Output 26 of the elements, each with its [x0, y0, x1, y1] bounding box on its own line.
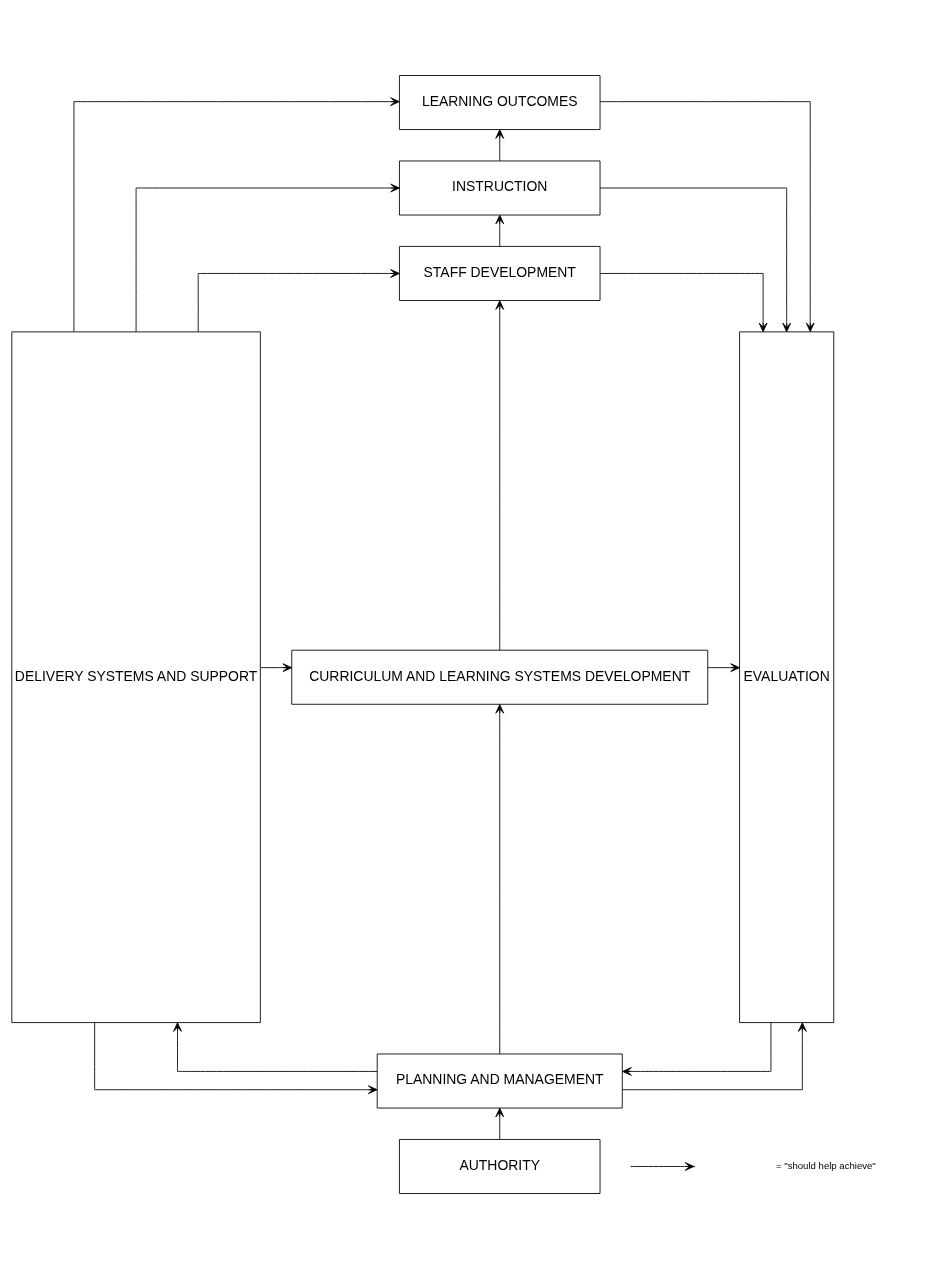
node-box: INSTRUCTION	[399, 160, 601, 216]
arrow	[599, 273, 768, 333]
arrow	[495, 129, 505, 162]
arrow	[173, 1022, 378, 1072]
node-box: EVALUATION	[739, 331, 835, 1023]
node-box: PLANNING AND MANAGEMENT	[376, 1053, 623, 1109]
arrow	[94, 1022, 378, 1095]
arrow	[495, 214, 505, 247]
node-box: LEARNING OUTCOMES	[399, 75, 601, 130]
arrow	[135, 183, 400, 333]
arrow	[260, 663, 293, 672]
arrow	[707, 663, 740, 672]
node-box: AUTHORITY	[399, 1139, 601, 1194]
arrow	[622, 1022, 772, 1076]
node-box: CURRICULUM AND LEARNING SYSTEMS DEVELOPMENT	[291, 649, 709, 705]
arrow	[73, 97, 400, 333]
legend-label: = "should help achieve"	[776, 1159, 876, 1171]
arrow	[495, 300, 505, 651]
arrow	[599, 187, 791, 333]
arrow	[495, 704, 505, 1055]
arrow	[621, 1022, 807, 1091]
arrow	[197, 269, 400, 333]
node-box: DELIVERY SYSTEMS AND SUPPORT	[11, 331, 261, 1023]
node-box: STAFF DEVELOPMENT	[399, 246, 601, 301]
arrow	[599, 101, 815, 333]
arrow	[495, 1107, 505, 1140]
